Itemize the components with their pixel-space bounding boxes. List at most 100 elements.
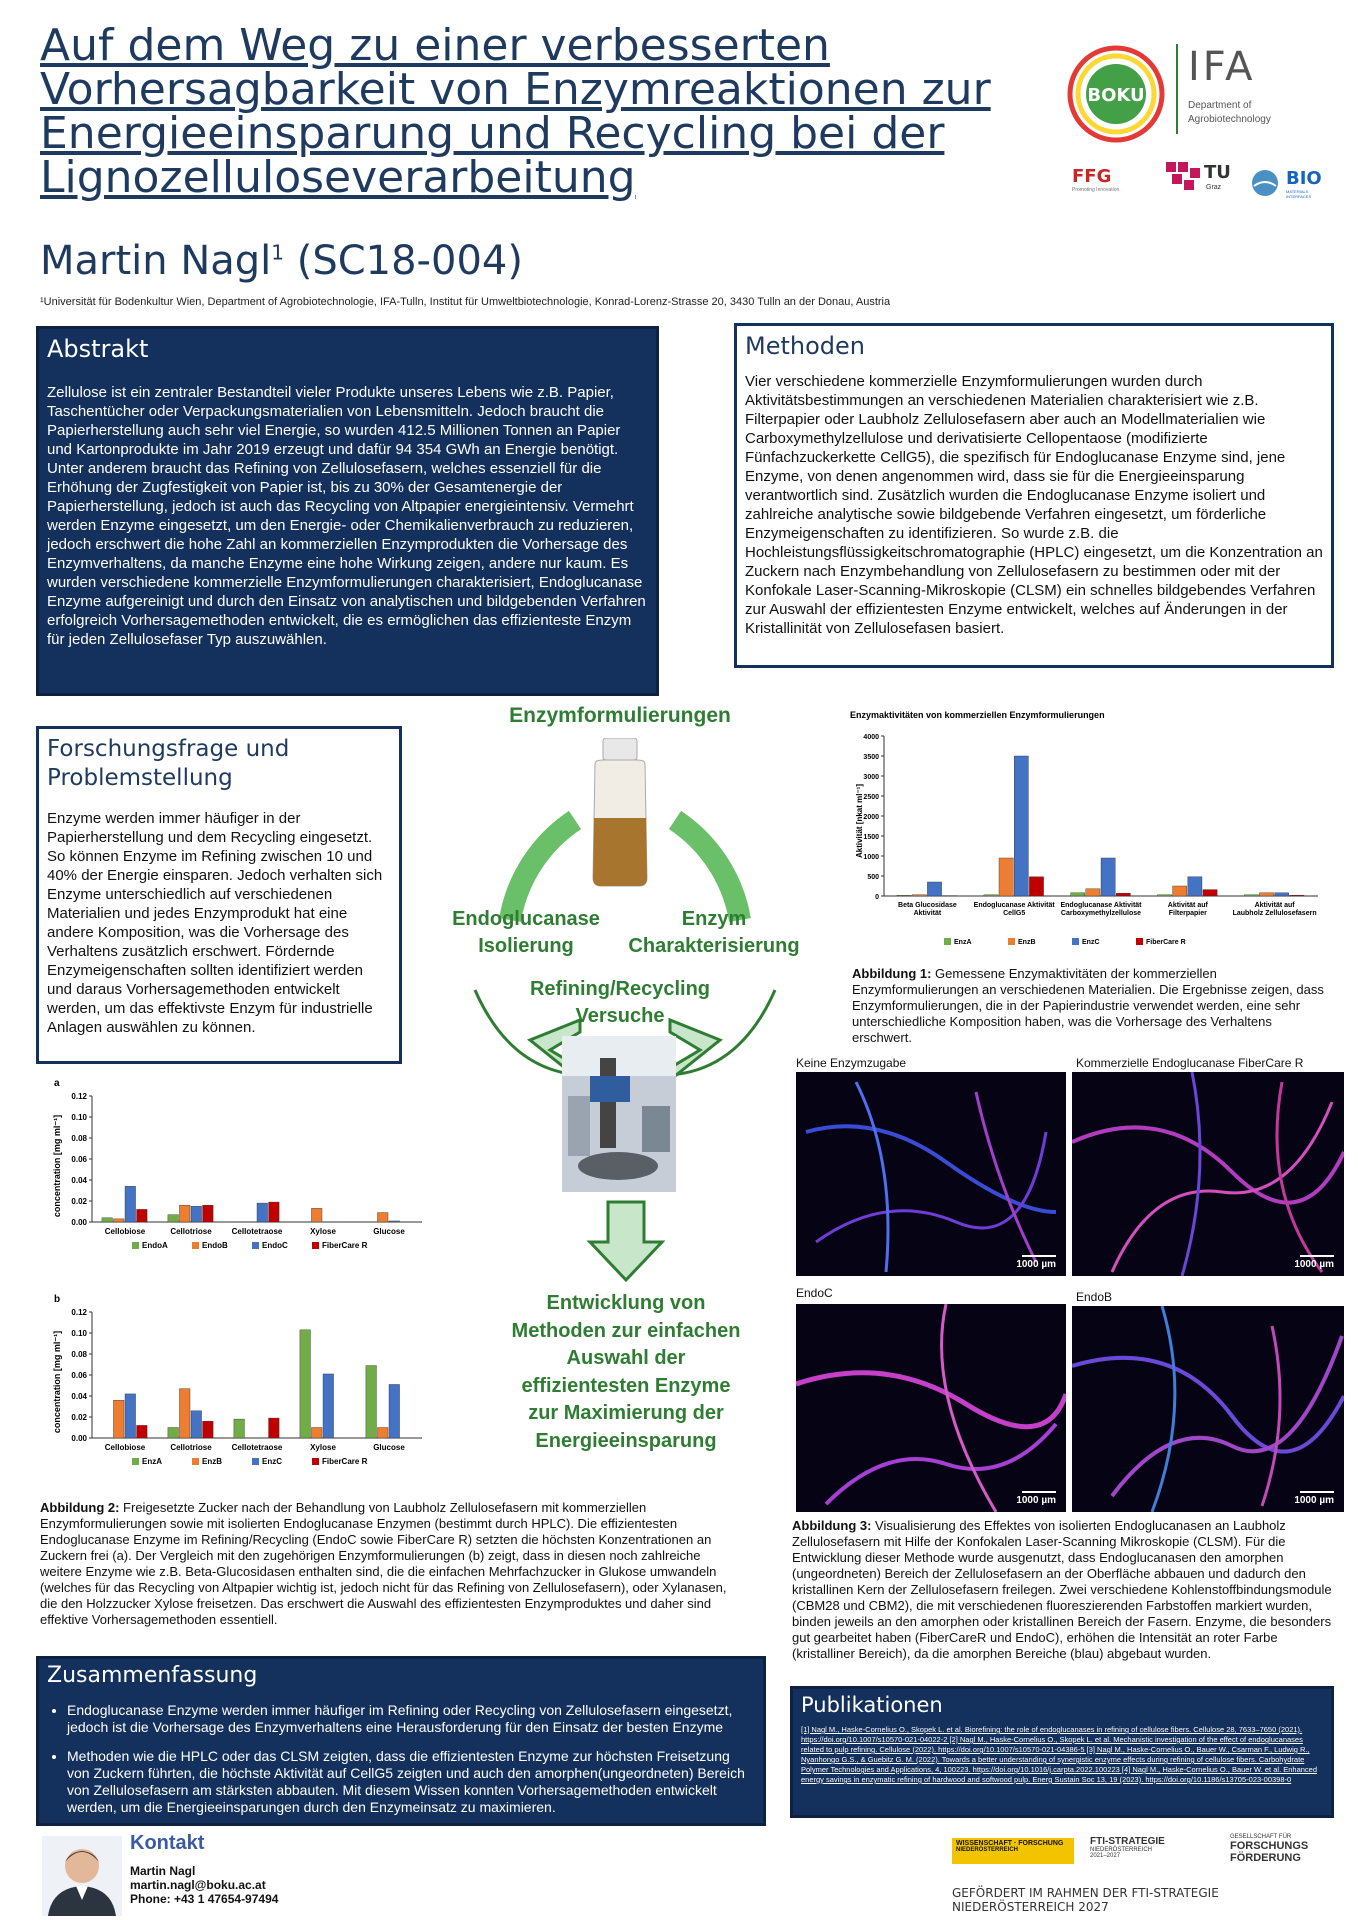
x-tick-label: Aktivität — [914, 910, 942, 917]
bar — [124, 1393, 136, 1439]
bar — [377, 1212, 389, 1223]
publikationen-box: Publikationen [1] Nagl M., Haske-Corneli… — [790, 1686, 1334, 1818]
ffg-funder-line2: FORSCHUNGS — [1230, 1840, 1309, 1852]
sugar-chart-a: a concentration [mg ml⁻¹] 0.000.020.040.… — [52, 1078, 422, 1250]
tu-logo-text: TU — [1204, 162, 1231, 183]
bar — [124, 1186, 136, 1223]
x-tick-label: Cellotriose — [170, 1443, 212, 1452]
sugar-chart-b-ylabel: concentration [mg ml⁻¹] — [52, 1331, 62, 1433]
x-tick-label: Cellobiose — [105, 1227, 146, 1236]
x-tick-label: Endoglucanase Aktivität — [1060, 902, 1142, 909]
logo-area: BOKU IFA Department of Agrobiotechnology… — [1066, 44, 1336, 214]
y-tick-label: 0.06 — [71, 1371, 87, 1380]
bar — [179, 1204, 191, 1223]
bar — [1115, 892, 1131, 897]
bar — [190, 1206, 202, 1223]
legend-label: EnzB — [202, 1457, 222, 1466]
logo-divider — [1176, 44, 1178, 134]
legend-swatch — [1008, 938, 1015, 945]
bar — [983, 894, 999, 897]
legend-swatch — [312, 1458, 319, 1465]
bio-logo: BIO MATERIALS INTERFACES — [1286, 168, 1322, 199]
y-tick-label: 0.10 — [71, 1329, 87, 1338]
bar — [1202, 889, 1218, 897]
fti-logo-line1: FTI-STRATEGIE — [1090, 1836, 1165, 1847]
zusammenfassung-box: Zusammenfassung Endoglucanase Enzyme wer… — [36, 1656, 766, 1826]
zusammenfassung-heading: Zusammenfassung — [47, 1663, 258, 1688]
caption-1: Abbildung 1: Gemessene Enzymaktivitäten … — [852, 966, 1334, 1046]
methoden-text: Vier verschiedene kommerzielle Enzymform… — [745, 373, 1323, 637]
wissenschaft-logo-line1: WISSENSCHAFT · FORSCHUNG — [956, 1840, 1064, 1847]
bar — [202, 1204, 214, 1223]
ffg-logo-text: FFG — [1072, 166, 1112, 187]
bar — [1289, 894, 1305, 897]
abstract-heading: Abstrakt — [47, 335, 149, 363]
funders-footer: GEFÖRDERT IM RAHMEN DER FTI-STRATEGIE NI… — [952, 1886, 1219, 1914]
y-tick-label: 0.12 — [71, 1308, 87, 1317]
legend-swatch — [252, 1242, 259, 1249]
kontakt-heading: Kontakt — [130, 1832, 205, 1854]
y-tick-label: 3000 — [863, 774, 879, 781]
x-tick-label: Cellobiose — [105, 1443, 146, 1452]
bar — [179, 1388, 191, 1439]
forschung-text: Enzyme werden immer häufiger in der Papi… — [47, 810, 383, 1036]
bar — [377, 1427, 389, 1439]
publikationen-text[interactable]: [1] Nagl M., Haske-Cornelius O., Skopek … — [801, 1725, 1318, 1784]
activity-chart-title: Enzymaktivitäten von kommerziellen Enzym… — [850, 710, 1105, 720]
y-tick-label: 1500 — [863, 834, 879, 841]
x-tick-label: Glucose — [373, 1443, 405, 1452]
micro-fibers-4 — [1072, 1306, 1344, 1512]
sugar-chart-a-panel: a — [54, 1078, 60, 1089]
bar — [101, 1217, 113, 1223]
caption-3: Abbildung 3: Visualisierung des Effektes… — [792, 1518, 1344, 1662]
activity-chart: Enzymaktivitäten von kommerziellen Enzym… — [850, 710, 1318, 946]
bar — [1259, 892, 1274, 897]
boku-logo: BOKU — [1067, 45, 1165, 143]
x-tick-label: Xylose — [310, 1227, 336, 1236]
x-tick-label: Endoglucanase Aktivität — [974, 902, 1056, 909]
flow-right-line1: Enzym — [681, 908, 747, 930]
legend-label: EndoC — [262, 1241, 288, 1250]
y-tick-label: 2000 — [863, 814, 879, 821]
bar — [912, 894, 927, 897]
flow-top-label: Enzymformulierungen — [509, 704, 731, 727]
legend-label: EnzA — [954, 939, 972, 946]
ffg-logo: FFG Promoting Innovation. — [1072, 166, 1121, 193]
y-tick-label: 3500 — [863, 754, 879, 761]
kontakt-details: Martin Nagl martin.nagl@boku.ac.at Phone… — [130, 1864, 278, 1906]
caption-1-label: Abbildung 1: — [852, 966, 932, 981]
y-tick-label: 4000 — [863, 734, 879, 741]
bar — [299, 1329, 311, 1439]
legend-swatch — [1072, 938, 1079, 945]
wissenschaft-logo-line2: NIEDERÖSTERREICH — [956, 1847, 1019, 1853]
bar — [113, 1399, 125, 1439]
bar — [388, 1220, 400, 1223]
methoden-heading: Methoden — [745, 332, 865, 360]
flow-left-label: Endoglucanase Isolierung — [436, 906, 616, 960]
x-tick-label: Carboxymethylzellulose — [1061, 910, 1141, 917]
caption-2: Abbildung 2: Freigesetzte Zucker nach de… — [40, 1500, 734, 1628]
bar — [1157, 894, 1172, 897]
ffg-funder-line3: FÖRDERUNG — [1230, 1852, 1301, 1864]
forschung-heading: Forschungsfrage und Problemstellung — [47, 736, 290, 791]
forschung-box: Forschungsfrage und Problemstellung Enzy… — [36, 726, 402, 1064]
bar — [1187, 876, 1203, 897]
enzyme-bottle-image — [592, 738, 648, 887]
y-tick-label: 0.04 — [71, 1392, 87, 1401]
bio-logo-sub2: INTERFACES — [1286, 194, 1312, 199]
bar — [190, 1410, 202, 1439]
flow-right-line2: Charakterisierung — [628, 935, 800, 957]
kontakt-email[interactable]: martin.nagl@boku.ac.at — [130, 1878, 266, 1892]
bio-logo-text: BIO — [1286, 168, 1322, 189]
bar — [256, 1202, 268, 1223]
flow-arc-left — [499, 810, 582, 923]
tu-logo-sub: Graz — [1206, 184, 1222, 191]
ffg-funder-logo: GESELLSCHAFT FÜR FORSCHUNGS FÖRDERUNG — [1230, 1834, 1340, 1864]
x-tick-label: CellG5 — [1003, 910, 1025, 917]
author-sup: 1 — [271, 240, 285, 265]
bar — [233, 1418, 245, 1439]
bar — [896, 894, 912, 897]
micro-label-4: EndoB — [1076, 1290, 1113, 1304]
bar — [322, 1373, 334, 1439]
